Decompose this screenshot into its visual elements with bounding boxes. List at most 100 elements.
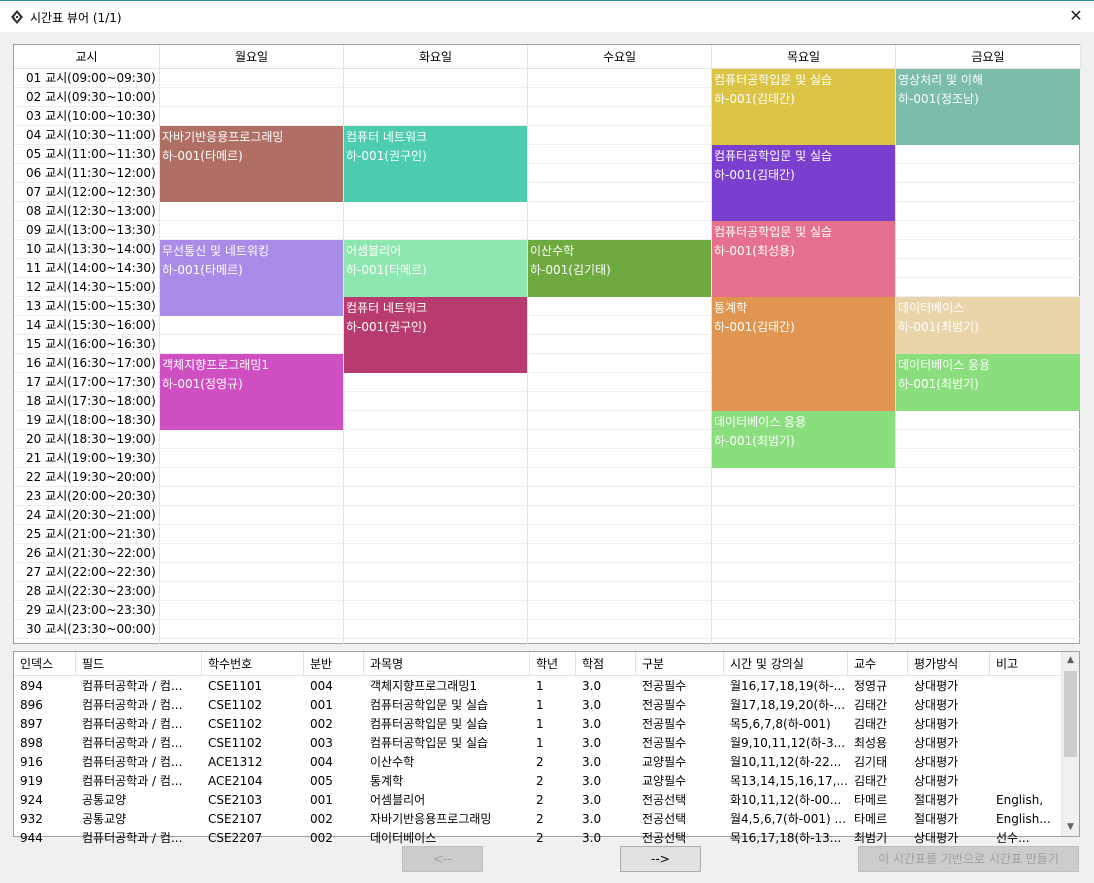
table-cell: 컴퓨터공학과 / 컴... — [82, 755, 183, 769]
table-cell: 1 — [536, 679, 544, 693]
column-header[interactable]: 학점 — [576, 652, 636, 676]
column-header[interactable]: 교수 — [848, 652, 908, 676]
table-cell: CSE2107 — [208, 812, 263, 826]
period-label: 23 교시(20:00~20:30) — [14, 487, 160, 506]
table-cell: 컴퓨터공학과 / 컴... — [82, 679, 183, 693]
period-label: 16 교시(16:30~17:00) — [14, 354, 160, 373]
table-cell: CSE1101 — [208, 679, 263, 693]
close-icon[interactable]: ✕ — [1069, 6, 1083, 25]
table-cell: 897 — [20, 717, 43, 731]
column-header[interactable]: 평가방식 — [908, 652, 990, 676]
table-cell: 월4,5,6,7(하-001) ... — [730, 812, 846, 826]
title-bar: 시간표 뷰어 (1/1) ✕ — [0, 0, 1094, 32]
period-label: 14 교시(15:30~16:00) — [14, 316, 160, 335]
table-cell: 상대평가 — [914, 679, 959, 693]
table-cell: 절대평가 — [914, 793, 959, 807]
column-gridline — [343, 69, 344, 645]
table-cell: 컴퓨터공학과 / 컴... — [82, 698, 183, 712]
period-label: 01 교시(09:00~09:30) — [14, 69, 160, 88]
table-cell: 전공선택 — [642, 812, 687, 826]
column-header[interactable]: 분반 — [304, 652, 364, 676]
table-cell: 정영규 — [854, 679, 888, 693]
table-cell: 2 — [536, 812, 544, 826]
period-label: 12 교시(14:30~15:00) — [14, 278, 160, 297]
table-cell: 894 — [20, 679, 43, 693]
table-cell: 002 — [310, 717, 333, 731]
table-cell: 월9,10,11,12(하-3... — [730, 736, 846, 750]
course-room: 하-001(타메르) — [162, 263, 243, 277]
table-cell: 2 — [536, 774, 544, 788]
period-label: 06 교시(11:30~12:00) — [14, 164, 160, 183]
scroll-down-icon[interactable]: ▼ — [1067, 822, 1074, 832]
period-label: 02 교시(09:30~10:00) — [14, 88, 160, 107]
column-header[interactable]: 시간 및 강의실 — [724, 652, 848, 676]
table-cell: 객체지향프로그래밍1 — [370, 679, 477, 693]
table-cell: 자바기반응용프로그래밍 — [370, 812, 492, 826]
period-label: 15 교시(16:00~16:30) — [14, 335, 160, 354]
table-cell: 공통교양 — [82, 812, 127, 826]
column-header[interactable]: 인덱스 — [14, 652, 76, 676]
table-cell: 2 — [536, 755, 544, 769]
table-cell: 2 — [536, 793, 544, 807]
period-label: 24 교시(20:30~21:00) — [14, 506, 160, 525]
course-title: 컴퓨터공학입문 및 실습 — [714, 149, 833, 163]
table-cell: CSE2103 — [208, 793, 263, 807]
table-cell: 교양필수 — [642, 774, 687, 788]
table-cell: English... — [996, 812, 1051, 826]
row-gridline — [160, 239, 1081, 240]
table-cell: 전공필수 — [642, 717, 687, 731]
period-label: 20 교시(18:30~19:00) — [14, 430, 160, 449]
table-cell: 1 — [536, 717, 544, 731]
period-label: 04 교시(10:30~11:00) — [14, 126, 160, 145]
list-scrollbar[interactable]: ▲ ▼ — [1061, 652, 1079, 836]
column-header[interactable]: 비고 — [990, 652, 1062, 676]
scroll-thumb[interactable] — [1064, 671, 1077, 757]
next-button[interactable]: --> — [620, 846, 701, 872]
table-cell: 924 — [20, 793, 43, 807]
make-timetable-button[interactable]: 이 시간표를 기반으로 시간표 만들기 — [858, 846, 1079, 872]
course-room: 하-001(김태간) — [714, 320, 795, 334]
column-header[interactable]: 구분 — [636, 652, 724, 676]
table-cell: 김태간 — [854, 774, 888, 788]
column-header[interactable]: 필드 — [76, 652, 202, 676]
row-gridline — [160, 619, 1081, 620]
scroll-up-icon[interactable]: ▲ — [1067, 655, 1074, 665]
column-gridline — [711, 69, 712, 645]
table-cell: ACE1312 — [208, 755, 263, 769]
table-cell: 상대평가 — [914, 774, 959, 788]
table-cell: 교양필수 — [642, 755, 687, 769]
table-cell: 김태간 — [854, 698, 888, 712]
column-header[interactable]: 학년 — [530, 652, 576, 676]
column-header[interactable]: 과목명 — [364, 652, 530, 676]
prev-button[interactable]: <-- — [402, 846, 483, 872]
table-cell: 선수... — [996, 831, 1030, 845]
course-room: 하-001(김태간) — [714, 92, 795, 106]
column-header[interactable]: 학수번호 — [202, 652, 304, 676]
course-title: 객체지향프로그래밍1 — [162, 358, 269, 372]
